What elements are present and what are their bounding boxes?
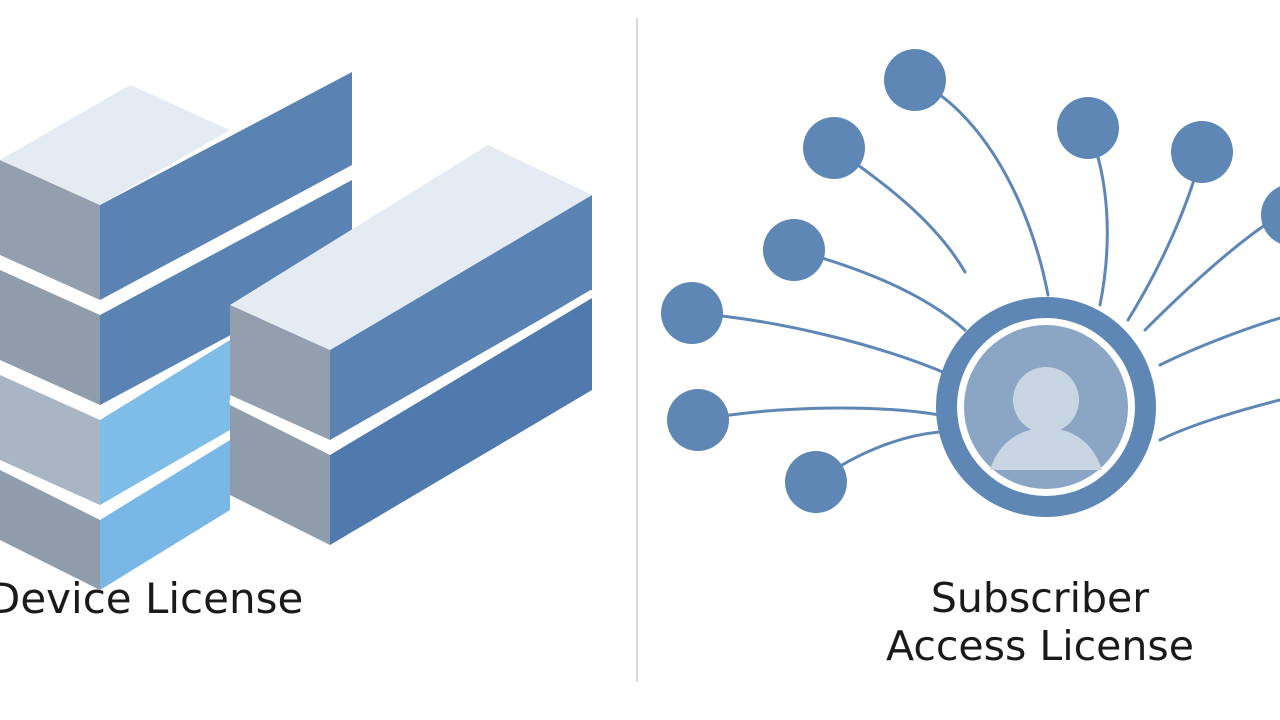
caption-line-1: Subscriber <box>930 574 1150 622</box>
node-dot <box>1057 97 1119 159</box>
node-dot <box>661 282 723 344</box>
device-license-caption: Device License <box>0 574 304 623</box>
caption-line-2: Access License <box>886 622 1194 671</box>
stacked-server-blocks-icon <box>0 72 594 590</box>
node-dot <box>785 451 847 513</box>
network-node-dots <box>661 49 1280 513</box>
node-dot <box>1261 186 1280 244</box>
panel-divider <box>636 18 638 682</box>
subscriber-access-license-caption: Subscriber Access License <box>860 574 1220 671</box>
node-dot <box>884 49 946 111</box>
node-dot <box>1171 121 1233 183</box>
node-dot <box>763 219 825 281</box>
node-dot <box>803 117 865 179</box>
user-avatar-icon <box>936 297 1156 517</box>
node-dot <box>667 389 729 451</box>
